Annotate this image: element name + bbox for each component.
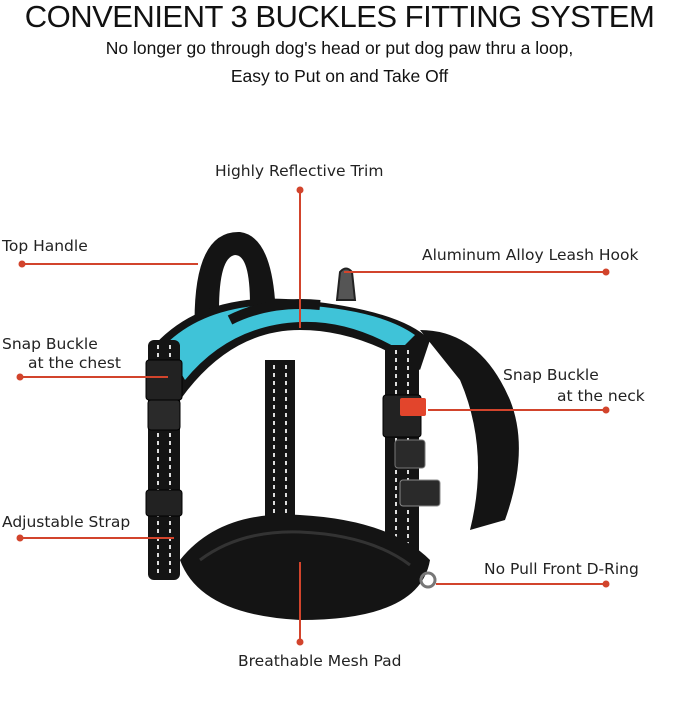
callout-reflective-trim: Highly Reflective Trim	[215, 162, 384, 180]
subtitle-line-1: No longer go through dog's head or put d…	[105, 38, 574, 58]
callout-d-ring: No Pull Front D-Ring	[484, 560, 639, 578]
callout-leash-hook: Aluminum Alloy Leash Hook	[422, 246, 639, 264]
callout-top-handle: Top Handle	[2, 237, 88, 255]
callout-snap-buckle-chest-line2: at the chest	[28, 354, 121, 372]
callout-snap-buckle-neck-line1: Snap Buckle	[503, 366, 599, 384]
callout-mesh-pad: Breathable Mesh Pad	[238, 652, 402, 670]
callout-adjustable-strap: Adjustable Strap	[2, 513, 131, 531]
callout-snap-buckle-chest-line1: Snap Buckle	[2, 335, 98, 353]
callout-snap-buckle-neck-line2: at the neck	[557, 387, 645, 405]
subtitle-line-2: Easy to Put on and Take Off	[230, 66, 449, 86]
headline: CONVENIENT 3 BUCKLES FITTING SYSTEM	[24, 0, 655, 34]
